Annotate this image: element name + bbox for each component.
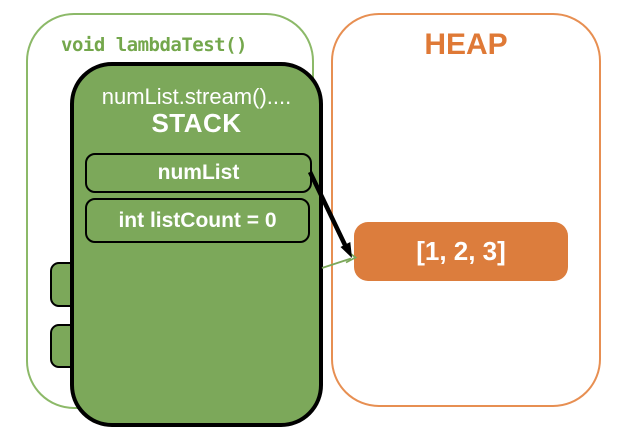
stack-title: STACK [151, 108, 242, 138]
stack-slot-numlist: numList [85, 153, 312, 193]
heap-region [331, 13, 601, 407]
stream-call-label: numList.stream().... [101, 84, 292, 109]
heap-object-list: [1, 2, 3] [354, 222, 568, 281]
lambda-method-label: void lambdaTest() [61, 34, 247, 56]
stack-slot-listcount: int listCount = 0 [85, 198, 310, 243]
heap-region-title: HEAP [424, 28, 508, 61]
